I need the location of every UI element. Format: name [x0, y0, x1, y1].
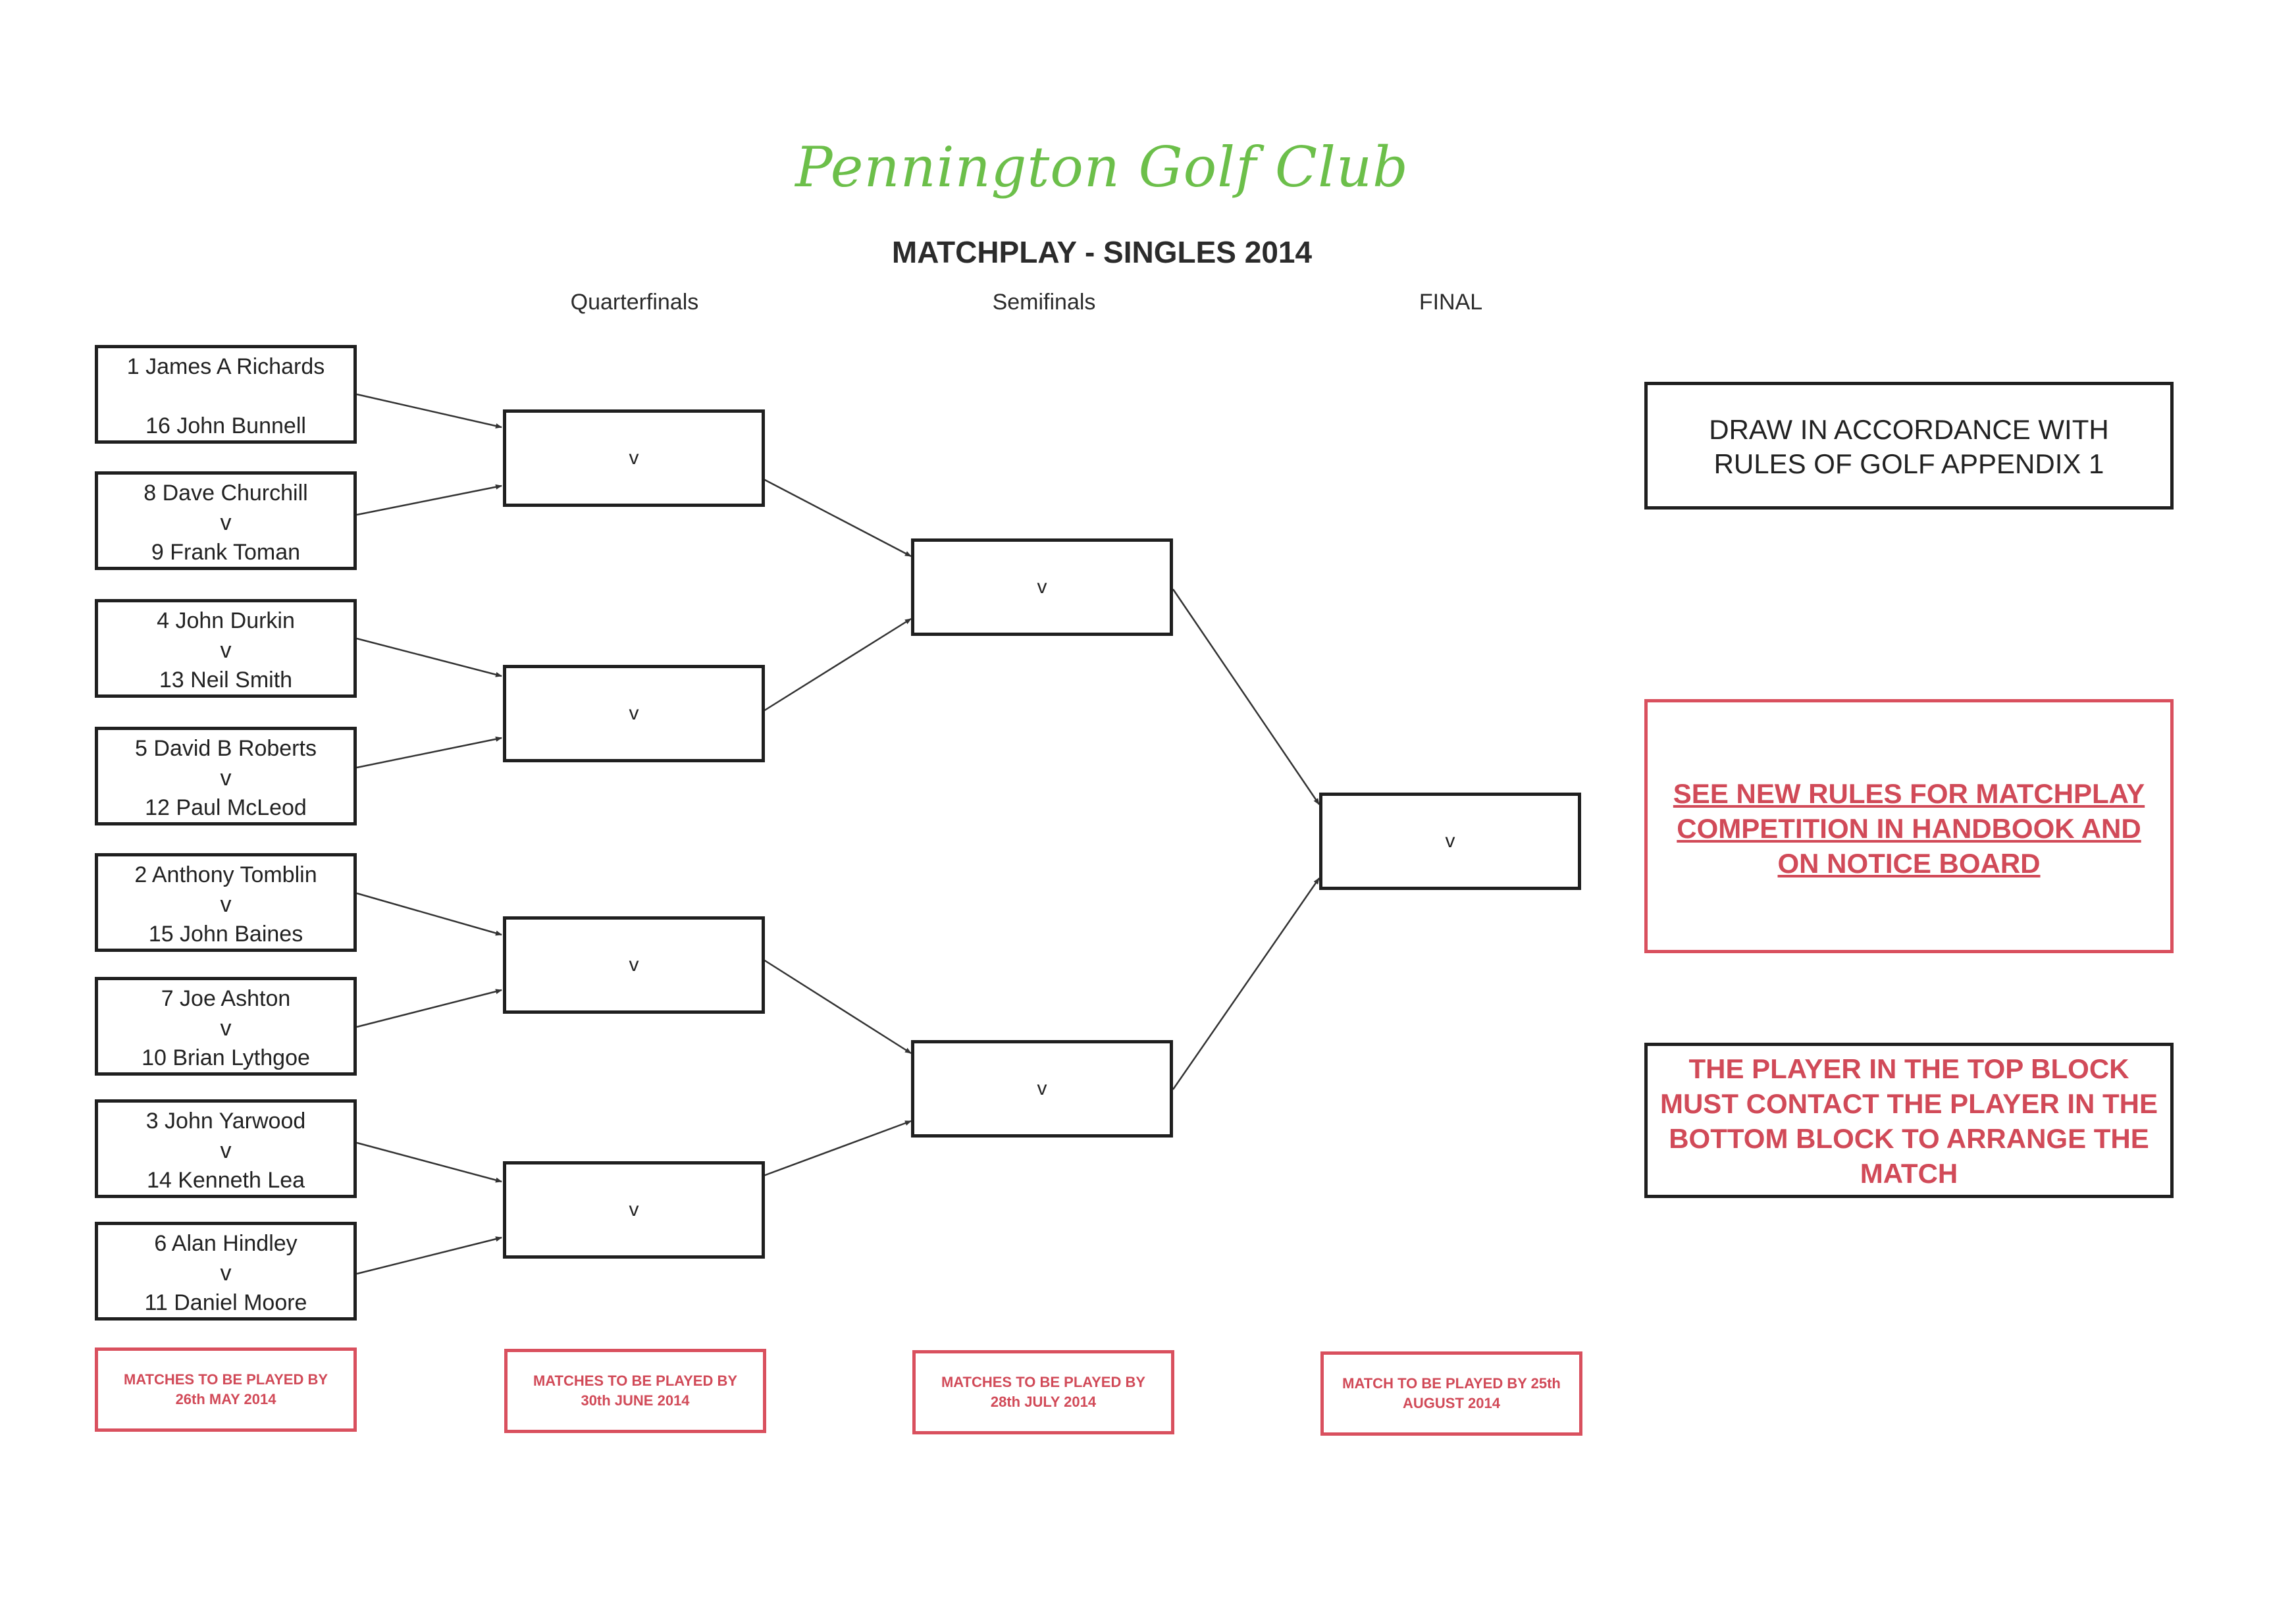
connector-line — [1172, 589, 1320, 805]
semifinal-match-1: v — [911, 538, 1173, 636]
first-round-match-8: 6 Alan Hindley v 11 Daniel Moore — [95, 1222, 357, 1321]
first-round-match-1: 1 James A Richards 16 John Bunnell — [95, 345, 357, 444]
connector-line — [356, 484, 502, 516]
competition-title: MATCHPLAY - SINGLES 2014 — [891, 235, 1313, 269]
player-bottom: 10 Brian Lythgoe — [142, 1045, 310, 1070]
quarterfinal-match-4: v — [503, 1161, 765, 1259]
versus-label: v — [220, 638, 232, 663]
first-round-match-6: 7 Joe Ashton v 10 Brian Lythgoe — [95, 977, 357, 1076]
final-match: v — [1319, 793, 1581, 890]
player-top: 3 John Yarwood — [145, 1109, 306, 1134]
first-round-match-7: 3 John Yarwood v 14 Kenneth Lea — [95, 1099, 357, 1198]
player-bottom: 12 Paul McLeod — [145, 795, 307, 820]
player-bottom: 13 Neil Smith — [159, 667, 293, 693]
versus-label: v — [629, 1199, 639, 1220]
versus-label: v — [220, 510, 232, 535]
player-bottom: 11 Daniel Moore — [144, 1290, 307, 1315]
versus-label: v — [629, 702, 639, 724]
draw-rules-note: DRAW IN ACCORDANCE WITH RULES OF GOLF AP… — [1644, 382, 2174, 510]
player-top: 6 Alan Hindley — [154, 1231, 298, 1256]
quarterfinal-match-3: v — [503, 916, 765, 1014]
quarterfinal-match-1: v — [503, 409, 765, 507]
connector-line — [356, 736, 502, 769]
first-round-match-4: 5 David B Roberts v 12 Paul McLeod — [95, 727, 357, 825]
versus-label: v — [220, 1261, 232, 1286]
deadline-semifinals: MATCHES TO BE PLAYED BY 28th JULY 2014 — [912, 1350, 1174, 1434]
connector-line — [763, 1120, 912, 1177]
club-title: Pennington Golf Club — [795, 135, 1409, 199]
deadline-final: MATCH TO BE PLAYED BY 25th AUGUST 2014 — [1320, 1351, 1582, 1436]
versus-label: v — [629, 447, 639, 469]
player-bottom: 9 Frank Toman — [151, 540, 301, 565]
player-top: 4 John Durkin — [157, 608, 295, 633]
connector-line — [356, 892, 502, 936]
versus-label: v — [220, 892, 232, 917]
player-top: 1 James A Richards — [126, 354, 325, 379]
deadline-first-round: MATCHES TO BE PLAYED BY 26th MAY 2014 — [95, 1347, 357, 1432]
versus-label: v — [220, 766, 232, 791]
versus-label: v — [1445, 830, 1455, 852]
connector-line — [763, 617, 912, 712]
versus-label: v — [629, 954, 639, 976]
quarterfinal-match-2: v — [503, 665, 765, 762]
player-bottom: 15 John Baines — [148, 922, 303, 947]
round-heading-final: FINAL — [1419, 290, 1483, 315]
versus-label: v — [1037, 1078, 1047, 1099]
first-round-match-5: 2 Anthony Tomblin v 15 John Baines — [95, 853, 357, 952]
connector-line — [356, 1236, 502, 1275]
connector-line — [356, 1141, 502, 1183]
player-top: 8 Dave Churchill — [144, 481, 308, 506]
connector-line — [356, 393, 502, 429]
round-heading-quarterfinals: Quarterfinals — [570, 290, 699, 315]
player-top: 7 Joe Ashton — [161, 986, 291, 1011]
deadline-quarterfinals: MATCHES TO BE PLAYED BY 30th JUNE 2014 — [504, 1349, 766, 1433]
versus-label: v — [220, 1016, 232, 1041]
first-round-match-3: 4 John Durkin v 13 Neil Smith — [95, 599, 357, 698]
semifinal-match-2: v — [911, 1040, 1173, 1138]
new-rules-note: SEE NEW RULES FOR MATCHPLAY COMPETITION … — [1644, 699, 2174, 953]
contact-rule-note: THE PLAYER IN THE TOP BLOCK MUST CONTACT… — [1644, 1043, 2174, 1198]
connector-line — [356, 637, 502, 677]
versus-label: v — [1037, 576, 1047, 598]
connector-line — [356, 989, 502, 1028]
first-round-match-2: 8 Dave Churchill v 9 Frank Toman — [95, 471, 357, 570]
player-bottom: 16 John Bunnell — [145, 413, 306, 438]
player-top: 2 Anthony Tomblin — [134, 862, 317, 887]
connector-line — [763, 478, 912, 558]
round-heading-semifinals: Semifinals — [992, 290, 1096, 315]
player-bottom: 14 Kenneth Lea — [146, 1168, 305, 1193]
versus-label: v — [220, 1138, 232, 1163]
connector-line — [1172, 877, 1320, 1090]
player-top: 5 David B Roberts — [135, 736, 317, 761]
connector-line — [763, 958, 912, 1055]
